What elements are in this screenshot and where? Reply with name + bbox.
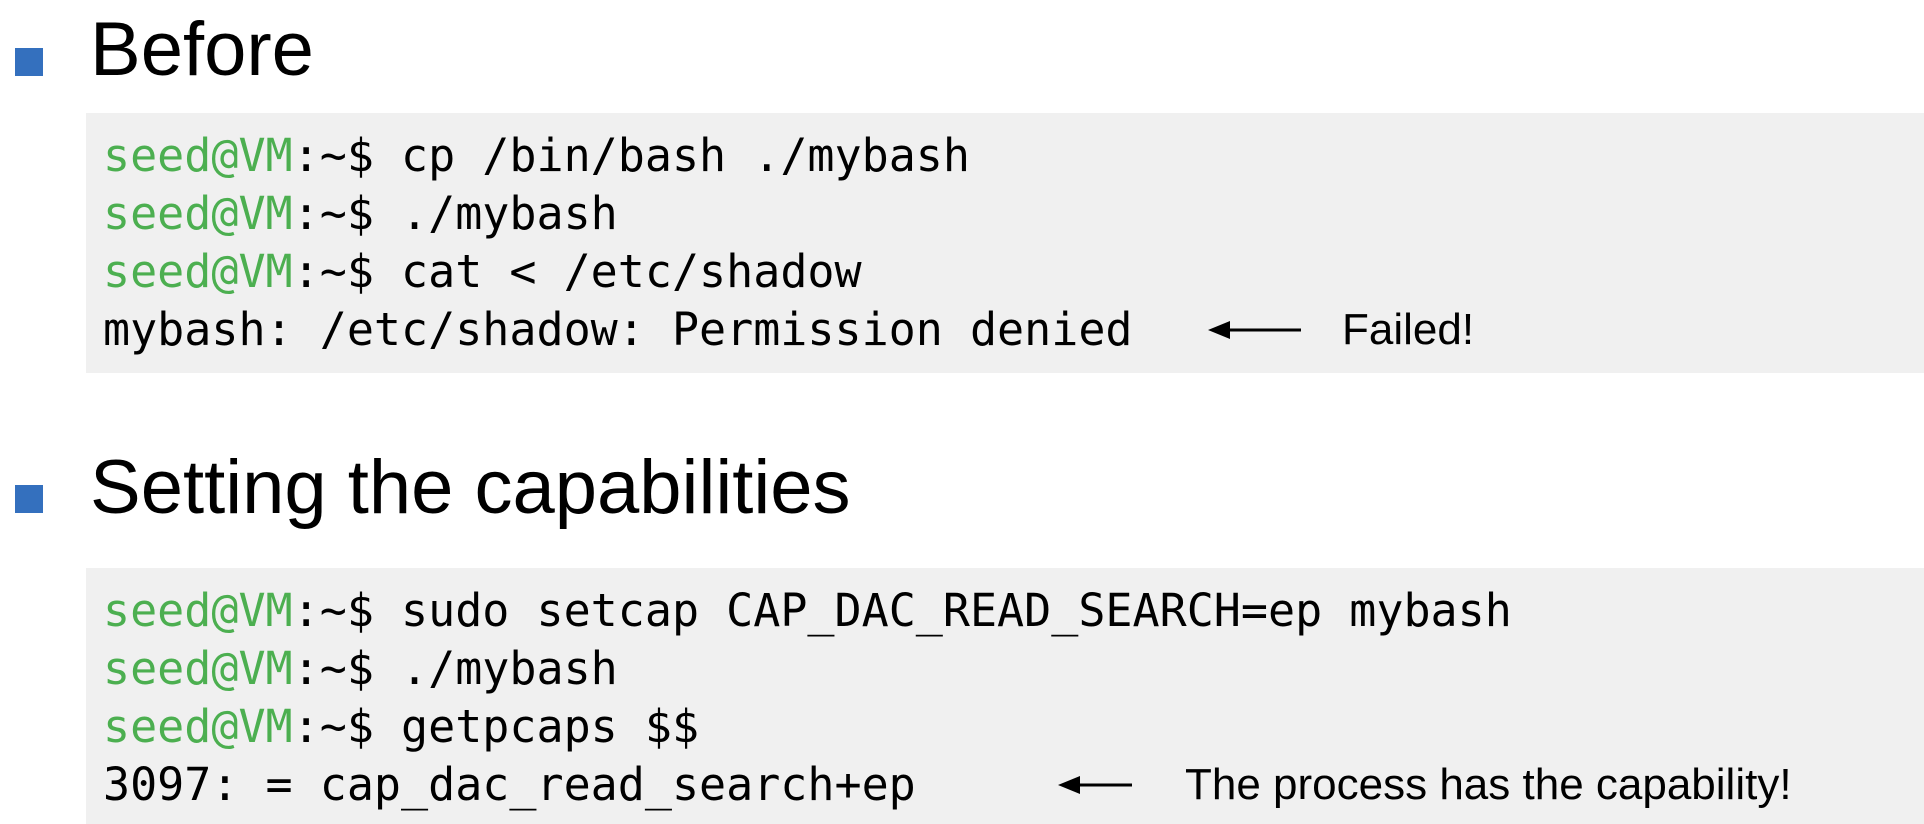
shell-prompt: seed@VM	[103, 129, 293, 182]
terminal-output-line: 3097: = cap_dac_read_search+ep The proces…	[103, 756, 1924, 814]
terminal-line: seed@VM:~$ cat < /etc/shadow	[103, 243, 1924, 301]
command-text: sudo setcap CAP_DAC_READ_SEARCH=ep mybas…	[401, 584, 1512, 637]
shell-prompt: seed@VM	[103, 187, 293, 240]
output-text: 3097: = cap_dac_read_search+ep	[103, 758, 916, 811]
terminal-output-line: mybash: /etc/shadow: Permission denied Fa…	[103, 301, 1924, 359]
prompt-suffix: :~$	[292, 584, 402, 637]
left-arrow-icon	[1208, 321, 1301, 339]
prompt-suffix: :~$	[292, 245, 402, 298]
prompt-suffix: :~$	[292, 700, 402, 753]
section-heading-before: Before	[90, 7, 314, 92]
left-arrow-icon	[1058, 776, 1132, 794]
annotation-failed: Failed!	[1342, 305, 1475, 354]
command-text: cat < /etc/shadow	[401, 245, 862, 298]
terminal-line: seed@VM:~$ getpcaps $$	[103, 698, 1924, 756]
prompt-suffix: :~$	[292, 187, 402, 240]
prompt-suffix: :~$	[292, 642, 402, 695]
command-text: ./mybash	[401, 642, 618, 695]
shell-prompt: seed@VM	[103, 642, 293, 695]
terminal-line: seed@VM:~$ cp /bin/bash ./mybash	[103, 127, 1924, 185]
bullet-square-icon	[15, 485, 43, 513]
command-text: ./mybash	[401, 187, 618, 240]
output-text: mybash: /etc/shadow: Permission denied	[103, 303, 1133, 356]
prompt-suffix: :~$	[292, 129, 402, 182]
shell-prompt: seed@VM	[103, 700, 293, 753]
shell-prompt: seed@VM	[103, 245, 293, 298]
annotation-capability: The process has the capability!	[1185, 760, 1792, 809]
command-text: getpcaps $$	[401, 700, 700, 753]
terminal-line: seed@VM:~$ ./mybash	[103, 185, 1924, 243]
bullet-square-icon	[15, 48, 43, 76]
terminal-block-before: seed@VM:~$ cp /bin/bash ./mybash seed@VM…	[86, 113, 1924, 373]
section-heading-setting-capabilities: Setting the capabilities	[90, 445, 851, 530]
terminal-line: seed@VM:~$ ./mybash	[103, 640, 1924, 698]
shell-prompt: seed@VM	[103, 584, 293, 637]
terminal-line: seed@VM:~$ sudo setcap CAP_DAC_READ_SEAR…	[103, 582, 1924, 640]
command-text: cp /bin/bash ./mybash	[401, 129, 970, 182]
terminal-block-capabilities: seed@VM:~$ sudo setcap CAP_DAC_READ_SEAR…	[86, 568, 1924, 824]
